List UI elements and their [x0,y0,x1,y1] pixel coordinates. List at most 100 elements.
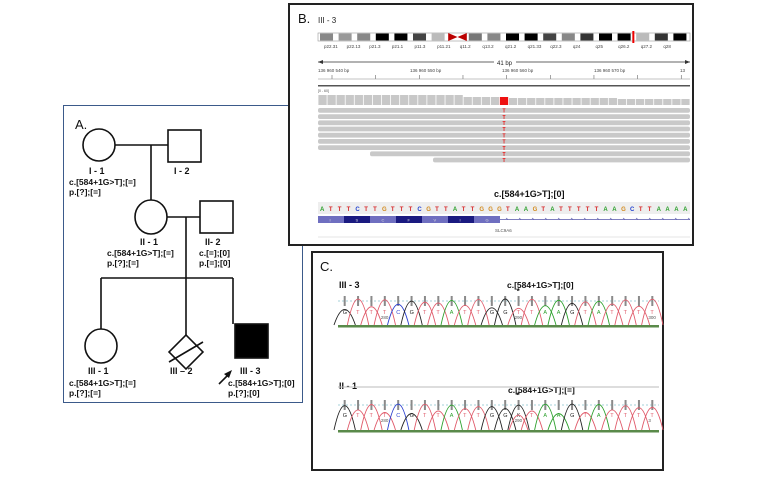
quality-bar [477,400,480,410]
base-call: G [570,413,574,419]
reference-base: T [568,207,572,213]
reference-base: G [426,207,431,213]
base-call: T [583,310,587,316]
individual-iii-1-symbol [84,328,118,364]
chromatogram-peak [453,408,477,431]
chromatogram-peak [373,299,396,326]
trace-2-annotation: c.[584+1G>T];[=] [508,385,575,395]
chromatogram-peak [467,406,490,431]
variant-position-marker: * [517,391,521,400]
intron-direction-tick [531,217,535,220]
coverage-bar [345,95,354,105]
genotype-c-i-1: c.[584+1G>T];[=] [69,177,136,187]
cytoband [375,33,389,41]
coverage-bar [454,95,463,105]
coverage-bar [626,99,636,105]
chromatogram-peak [547,413,570,431]
intron-direction-tick [570,217,574,220]
id-i-1: I - 1 [89,166,105,176]
intron-direction-tick [648,217,652,220]
base-call: T [463,310,467,316]
quality-bar [584,296,587,306]
span-label: 41 bp [497,61,513,67]
deceased-slash-iii-2 [168,341,204,363]
base-call: C [396,413,400,419]
base-call: K [517,413,521,419]
exon-codon-block [370,216,396,223]
cytoband-label: q22.3 [550,44,562,49]
cytoband-label: q28 [663,44,671,49]
base-call: T [610,413,614,419]
cytoband [580,33,594,41]
quality-bar [530,296,533,306]
reference-base: G [533,207,538,213]
chromatogram-peak [373,412,396,431]
chromatogram-peak [400,300,423,326]
read-variant-base: T [503,152,506,158]
aligned-read [370,151,690,157]
quality-bar [504,296,507,306]
base-call: A [543,310,547,316]
chromatogram-peak [587,301,610,326]
coverage-bar [418,95,427,105]
quality-bar [383,296,386,306]
base-call: G [410,310,414,316]
base-call: A [557,310,561,316]
chromatogram-peak [453,304,477,326]
trace-1-sample: III - 3 [339,280,360,290]
genotype-p-ii-1: p.[?];[=] [107,258,139,268]
id-iii-1: III - 1 [88,366,109,376]
base-call: T [436,413,440,419]
chromatogram-peak [494,298,517,326]
base-call: G [343,413,347,419]
reference-base: T [586,207,590,213]
coverage-bar [563,98,572,105]
amino-acid-label: C [382,218,385,223]
genotype-c-iii-3: c.[584+1G>T];[0] [228,378,295,388]
coverage-bar [599,98,608,105]
base-call: T [423,413,427,419]
read-variant-base: T [503,158,506,164]
reference-base: A [603,207,608,213]
amino-acid-label: G [486,218,489,223]
chromatogram-peak [413,301,437,326]
intron-direction-tick [583,217,587,220]
chromatogram-peak [494,408,517,431]
reference-base: G [479,207,484,213]
coverage-bar [572,98,581,105]
panel-c-sanger: C. III - 3 c.[584+1G>T];[0] II - 1 c.[58… [311,251,664,471]
cytoband [338,33,352,41]
quality-bar [397,400,400,410]
base-call: G [343,310,347,316]
panel-b-label: B. [298,11,311,26]
chromatogram-peak [587,404,610,431]
base-call: G [490,413,494,419]
reference-base: T [648,207,652,213]
base-position-label: 280 [381,418,389,423]
read-variant-base: T [503,121,506,127]
quality-bar [490,400,493,410]
reference-base: T [435,207,439,213]
quality-bar [637,400,640,410]
igv-sample-label: III - 3 [318,16,337,25]
quality-bar [611,296,614,306]
reference-base: T [400,207,404,213]
coverage-bar [409,95,418,105]
pedigree-drawing [82,128,269,385]
base-call: T [476,310,480,316]
reference-base: T [338,207,342,213]
reference-base: T [541,207,545,213]
reference-base: C [417,207,422,213]
coverage-bar [445,95,454,105]
base-position-label: 3 [648,418,651,423]
cytoband-label: p22.31 [324,44,338,49]
intron-direction-tick [674,217,678,220]
aligned-read [433,157,690,163]
aligned-read [318,126,690,132]
coverage-bar [527,98,536,105]
reference-base: A [674,207,679,213]
base-call: C [396,310,400,316]
quality-bar [557,296,560,306]
centromere-marker [448,33,458,41]
